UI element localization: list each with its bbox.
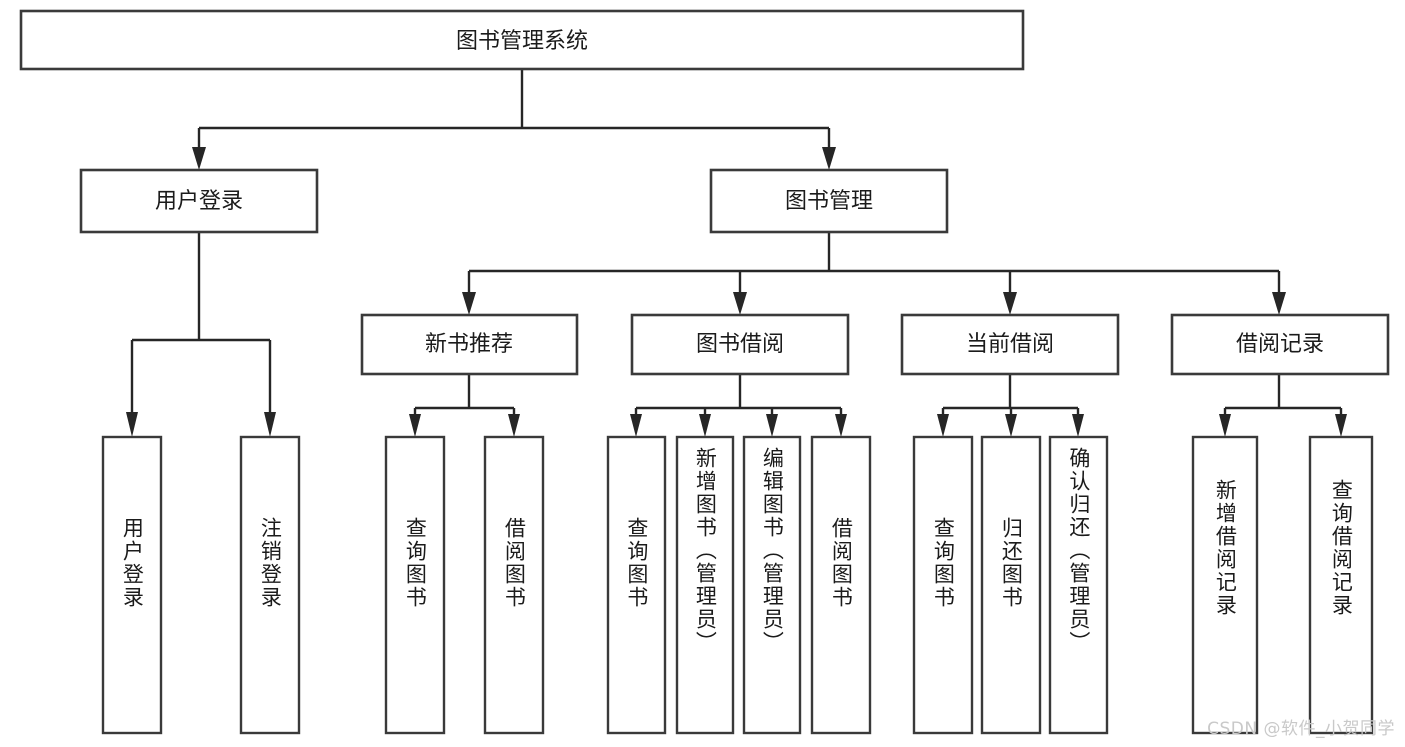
arrowhead-leaf-return-book bbox=[1005, 414, 1017, 437]
leaf-box-borrow-book-2[interactable] bbox=[810, 435, 872, 735]
arrowhead-book-mgmt bbox=[822, 147, 836, 170]
arrowhead-leaf-query-book-1 bbox=[409, 414, 421, 437]
arrowhead-borrow-record bbox=[1272, 292, 1286, 315]
arrowhead-leaf-query-book-2 bbox=[630, 414, 642, 437]
node-group-horizontal: 图书管理系统 用户登录 图书管理 新书推荐 图书借阅 当前借阅 借阅记录 bbox=[19, 9, 1390, 376]
node-book-management[interactable] bbox=[709, 168, 949, 234]
leaf-box-user-login[interactable] bbox=[101, 435, 163, 735]
arrowhead-leaf-borrow-book-2 bbox=[835, 414, 847, 437]
node-current-borrow[interactable] bbox=[900, 313, 1120, 376]
arrowhead-leaf-query-book-3 bbox=[937, 414, 949, 437]
node-book-borrow[interactable] bbox=[630, 313, 850, 376]
leaf-box-query-book-3[interactable] bbox=[912, 435, 974, 735]
node-book-management-label: 图书管理 bbox=[785, 189, 873, 214]
arrowhead-leaf-confirm-return bbox=[1072, 414, 1084, 437]
leaf-box-add-book[interactable] bbox=[675, 435, 735, 735]
node-root-label: 图书管理系统 bbox=[456, 29, 588, 54]
arrowhead-leaf-query-record bbox=[1335, 414, 1347, 437]
arrowhead-current-borrow bbox=[1003, 292, 1017, 315]
node-current-borrow-label: 当前借阅 bbox=[966, 332, 1054, 357]
node-book-borrow-label: 图书借阅 bbox=[696, 332, 784, 357]
arrowhead-leaf-add-record bbox=[1219, 414, 1231, 437]
leaf-box-add-record[interactable] bbox=[1191, 435, 1259, 735]
arrowhead-book-borrow bbox=[733, 292, 747, 315]
arrowhead-leaf-logout bbox=[264, 412, 276, 437]
leaf-box-return-book[interactable] bbox=[980, 435, 1042, 735]
node-borrow-record-label: 借阅记录 bbox=[1236, 332, 1324, 357]
node-user-login-label: 用户登录 bbox=[155, 189, 243, 214]
arrowhead-user-login bbox=[192, 147, 206, 170]
arrowhead-new-book-rec bbox=[462, 292, 476, 315]
node-user-login[interactable] bbox=[79, 168, 319, 234]
arrowhead-leaf-user-login bbox=[126, 412, 138, 437]
leaf-box-query-book-1[interactable] bbox=[384, 435, 446, 735]
node-root[interactable] bbox=[19, 9, 1025, 71]
leaf-box-edit-book[interactable] bbox=[742, 435, 802, 735]
node-borrow-record[interactable] bbox=[1170, 313, 1390, 376]
leaf-box-query-record[interactable] bbox=[1308, 435, 1374, 735]
arrowhead-leaf-add-book bbox=[699, 414, 711, 437]
leaf-box-logout[interactable] bbox=[239, 435, 301, 735]
node-new-book-recommend-label: 新书推荐 bbox=[425, 332, 513, 357]
leaf-box-query-book-2[interactable] bbox=[606, 435, 667, 735]
arrowhead-leaf-borrow-book-1 bbox=[508, 414, 520, 437]
node-group-leaves bbox=[101, 435, 1374, 735]
node-new-book-recommend[interactable] bbox=[360, 313, 579, 376]
csdn-watermark: CSDN @软件_小贺同学 bbox=[1207, 719, 1395, 739]
edge-group bbox=[126, 69, 1347, 437]
leaf-box-borrow-book-1[interactable] bbox=[483, 435, 545, 735]
arrowhead-leaf-edit-book bbox=[766, 414, 778, 437]
leaf-box-confirm-return[interactable] bbox=[1048, 435, 1109, 735]
